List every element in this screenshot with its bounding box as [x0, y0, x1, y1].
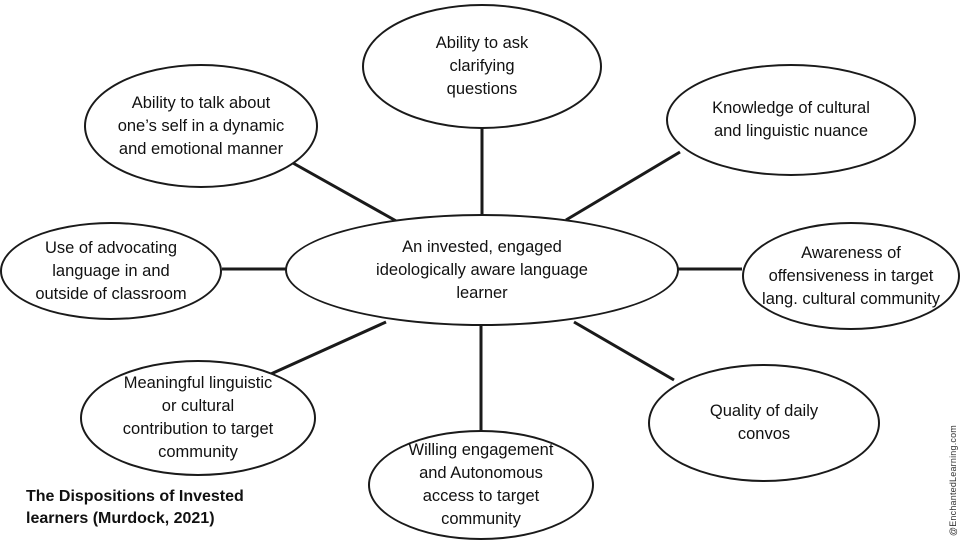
- center-node: An invested, engaged ideologically aware…: [285, 214, 679, 326]
- center-node-label: An invested, engaged ideologically aware…: [376, 237, 588, 302]
- node-awareness-offensiveness-label: Awareness of offensiveness in target lan…: [762, 243, 940, 308]
- node-advocating-language: Use of advocating language in and outsid…: [0, 222, 222, 320]
- node-cultural-knowledge: Knowledge of cultural and linguistic nua…: [666, 64, 916, 176]
- node-willing-engagement-label: Willing engagement and Autonomous access…: [408, 441, 554, 528]
- node-daily-convos-label: Quality of daily convos: [709, 402, 819, 443]
- node-clarifying-questions-label: Ability to ask clarifying questions: [435, 34, 529, 98]
- connector-knowledge: [565, 150, 681, 222]
- node-talk-about-self: Ability to talk about one’s self in a dy…: [84, 64, 318, 188]
- node-willing-engagement: Willing engagement and Autonomous access…: [368, 430, 594, 540]
- node-talk-about-self-label: Ability to talk about one’s self in a dy…: [117, 93, 285, 158]
- node-clarifying-questions: Ability to ask clarifying questions: [362, 4, 602, 129]
- node-daily-convos: Quality of daily convos: [648, 364, 880, 482]
- node-awareness-offensiveness: Awareness of offensiveness in target lan…: [742, 222, 960, 330]
- node-advocating-language-label: Use of advocating language in and outsid…: [35, 238, 187, 303]
- connector-daily: [573, 320, 675, 382]
- node-meaningful-contribution: Meaningful linguistic or cultural contri…: [80, 360, 316, 476]
- node-cultural-knowledge-label: Knowledge of cultural and linguistic nua…: [712, 99, 870, 140]
- diagram-caption: The Dispositions of Invested learners (M…: [26, 488, 244, 527]
- connector-talk-self: [283, 156, 399, 224]
- watermark: @EnchantedLearning.com: [948, 424, 958, 536]
- node-meaningful-contribution-label: Meaningful linguistic or cultural contri…: [122, 374, 274, 461]
- connector-contribution: [261, 320, 387, 380]
